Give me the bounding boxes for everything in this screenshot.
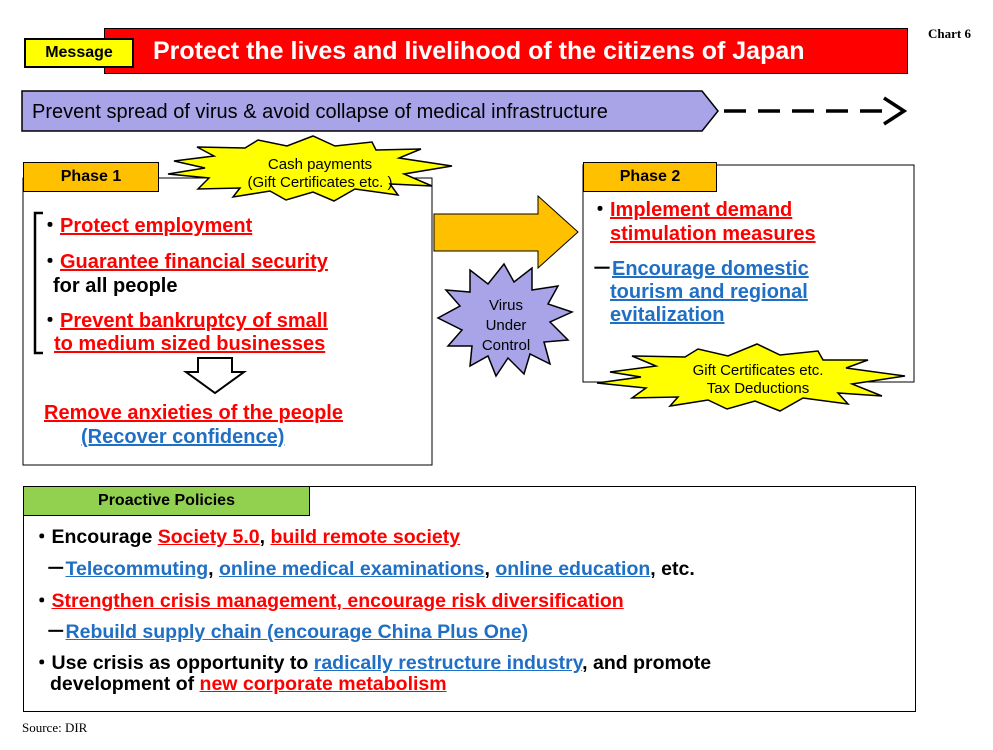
text: Encourage bbox=[51, 526, 158, 548]
restructure-link: radically restructure industry bbox=[313, 652, 583, 674]
phase1-item-1-text: Protect employment bbox=[60, 215, 253, 237]
virus-line1: Virus bbox=[489, 297, 523, 314]
phase1-item-2-text: Guarantee financial security bbox=[60, 251, 328, 273]
telecommuting-link: Telecommuting bbox=[65, 558, 209, 580]
bullet: ・ bbox=[40, 251, 60, 273]
supply-chain-link: Rebuild supply chain (encourage China Pl… bbox=[65, 621, 529, 643]
proactive-line-4: －Rebuild supply chain (encourage China P… bbox=[46, 621, 528, 643]
crisis-management-link: Strengthen crisis management, encourage … bbox=[51, 590, 624, 612]
sep: , bbox=[208, 558, 220, 580]
virus-burst-shape bbox=[436, 262, 575, 378]
gift-burst-text: Gift Certificates etc. Tax Deductions bbox=[660, 362, 856, 398]
phase2-item-1-line2: stimulation measures bbox=[610, 223, 816, 245]
message-title: Protect the lives and livelihood of the … bbox=[153, 37, 805, 65]
proactive-line-1: ・Encourage Society 5.0, build remote soc… bbox=[32, 526, 460, 548]
bullet: ・ bbox=[40, 215, 60, 237]
bullet: ・ bbox=[590, 199, 610, 221]
online-education-link: online education bbox=[495, 558, 651, 580]
phase1-label: Phase 1 bbox=[23, 162, 159, 192]
bullet: ・ bbox=[32, 590, 52, 612]
phase2-item-2: －Encourage domestic bbox=[592, 259, 809, 280]
message-label: Message bbox=[24, 38, 134, 68]
message-banner: Protect the lives and livelihood of the … bbox=[104, 28, 908, 74]
cash-burst-text: Cash payments (Gift Certificates etc. ) bbox=[232, 156, 408, 192]
proactive-line-5: ・Use crisis as opportunity to radically … bbox=[32, 652, 711, 674]
prevent-banner: Prevent spread of virus & avoid collapse… bbox=[32, 101, 608, 123]
phase1-item-3-text: Prevent bankruptcy of small bbox=[60, 310, 328, 332]
proactive-line-3: ・Strengthen crisis management, encourage… bbox=[32, 590, 624, 612]
proactive-line-2: －Telecommuting, online medical examinati… bbox=[46, 558, 695, 580]
proactive-box bbox=[23, 486, 916, 712]
phase1-item-3: ・Prevent bankruptcy of small bbox=[40, 311, 328, 332]
phase1-item-2-rest: for all people bbox=[53, 275, 178, 297]
phase1-outcome: Remove anxieties of the people bbox=[44, 402, 343, 424]
bullet: ・ bbox=[40, 310, 60, 332]
dashed-arrow-head bbox=[883, 96, 908, 126]
cash-burst-line2: (Gift Certificates etc. ) bbox=[247, 174, 393, 191]
bullet: ・ bbox=[32, 652, 52, 674]
virus-line2: Under bbox=[485, 317, 527, 334]
phase2-item-2-text: Encourage domestic bbox=[612, 258, 809, 280]
dash: － bbox=[592, 258, 612, 280]
phase1-box bbox=[22, 177, 433, 466]
virus-line3: Control bbox=[481, 337, 531, 354]
phase2-label: Phase 2 bbox=[583, 162, 717, 192]
prevent-banner-shape bbox=[21, 90, 719, 132]
text: Use crisis as opportunity to bbox=[51, 652, 314, 674]
phase1-bracket bbox=[33, 211, 43, 355]
phase2-item-2-line3: evitalization bbox=[610, 304, 725, 326]
remote-society-link: build remote society bbox=[270, 526, 461, 548]
sep: , bbox=[259, 526, 271, 548]
online-medical-link: online medical examinations bbox=[219, 558, 485, 580]
phase2-box bbox=[582, 164, 915, 383]
bullet: ・ bbox=[32, 526, 52, 548]
phase-transition-arrow bbox=[433, 194, 579, 270]
phase1-outcome-sub: (Recover confidence) bbox=[81, 426, 285, 448]
text: , and promote bbox=[582, 652, 712, 674]
gift-burst-line1: Gift Certificates etc. bbox=[692, 362, 824, 379]
gift-burst-line2: Tax Deductions bbox=[706, 380, 810, 397]
cash-burst-line1: Cash payments bbox=[267, 156, 373, 173]
virus-burst-text: Virus Under Control bbox=[466, 296, 546, 356]
phase2-item-1: ・Implement demand bbox=[590, 200, 792, 221]
text: development of bbox=[50, 673, 200, 695]
phase2-item-2-line2: tourism and regional bbox=[610, 281, 808, 303]
phase2-item-1-text: Implement demand bbox=[610, 199, 793, 221]
society-link: Society 5.0 bbox=[157, 526, 260, 548]
phase1-item-1: ・Protect employment bbox=[40, 216, 252, 237]
chart-label: Chart 6 bbox=[928, 26, 971, 41]
gift-burst-shape bbox=[596, 343, 906, 412]
cash-burst-shape bbox=[167, 135, 453, 202]
phase1-item-3-line2: to medium sized businesses bbox=[54, 333, 326, 355]
proactive-label: Proactive Policies bbox=[23, 486, 310, 516]
dash: － bbox=[46, 621, 66, 643]
etc: , etc. bbox=[650, 558, 695, 580]
proactive-line-6: development of new corporate metabolism bbox=[50, 673, 447, 695]
source-note: Source: DIR bbox=[22, 720, 88, 735]
phase1-item-2: ・Guarantee financial security bbox=[40, 252, 328, 273]
metabolism-link: new corporate metabolism bbox=[199, 673, 447, 695]
sep: , bbox=[484, 558, 496, 580]
dash: － bbox=[46, 558, 66, 580]
down-arrow bbox=[182, 357, 248, 395]
